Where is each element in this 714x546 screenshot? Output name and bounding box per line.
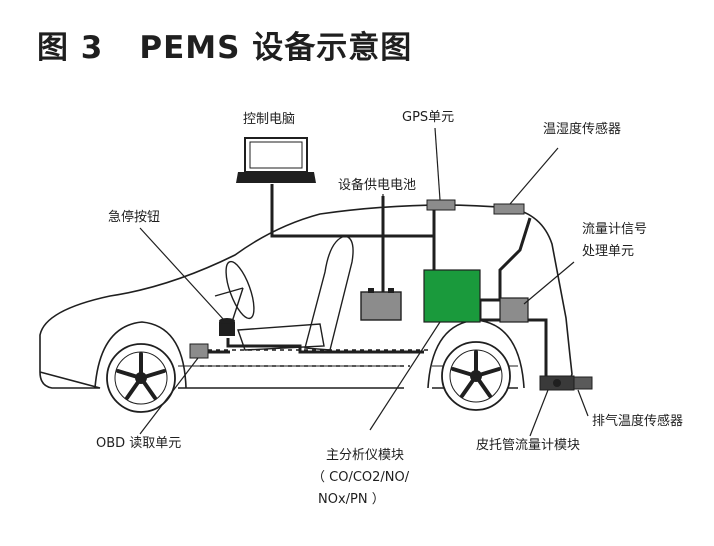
figure-title-text: PEMS 设备示意图 [139, 30, 413, 66]
obd-reader-box [189, 343, 209, 359]
leader-lines [139, 127, 589, 437]
front-wheel-arch [94, 321, 187, 389]
front-wheel [106, 343, 176, 413]
driver-seat [237, 235, 354, 351]
label-main-analyzer-3: NOx/PN ） [318, 492, 385, 507]
label-emergency-stop: 急停按钮 [108, 210, 161, 225]
temp-humidity-sensor-box [493, 203, 525, 215]
main-analyzer-box [423, 269, 481, 323]
floor-dotted-line [192, 349, 430, 367]
figure-title: 图 3 PEMS 设备示意图 [37, 22, 412, 67]
label-flow-signal-unit-1: 流量计信号 [582, 222, 648, 237]
flow-signal-unit-box [499, 297, 529, 323]
label-pitot-flow-module: 皮托管流量计模块 [476, 438, 581, 453]
label-obd-reader: OBD 读取单元 [96, 436, 182, 451]
label-gps-unit: GPS单元 [402, 110, 455, 125]
label-exhaust-temp-sensor: 排气温度传感器 [592, 414, 684, 429]
label-control-pc: 控制电脑 [243, 112, 296, 127]
label-flow-signal-unit-2: 处理单元 [582, 244, 635, 259]
figure-number: 图 3 [37, 30, 104, 66]
steering-wheel [214, 260, 255, 323]
rear-wheel [441, 341, 511, 411]
battery-box [360, 288, 402, 321]
emergency-stop-box [219, 318, 235, 336]
label-temp-humidity-sensor: 温湿度传感器 [543, 122, 622, 137]
label-power-battery: 设备供电电池 [338, 178, 417, 193]
gps-unit-box [426, 199, 456, 211]
control-pc-laptop [236, 137, 316, 183]
pitot-module-box [539, 375, 593, 391]
label-main-analyzer-1: 主分析仪模块 [326, 448, 405, 463]
label-main-analyzer-2: （ CO/CO2/NO/ [312, 470, 410, 485]
